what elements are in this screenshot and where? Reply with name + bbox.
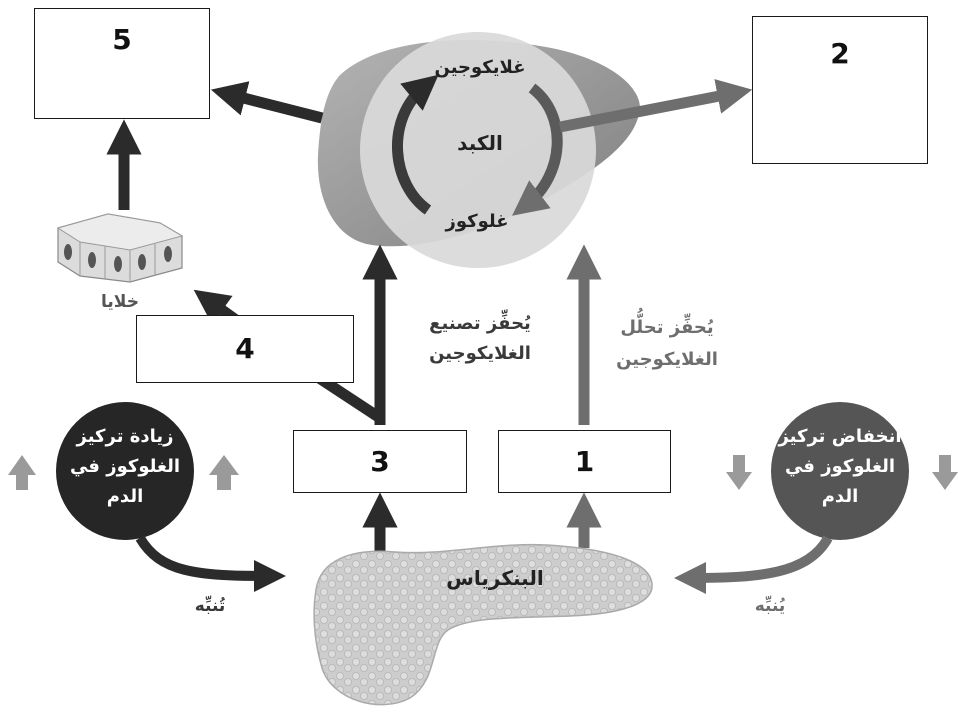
stimulates-glycogen-synthesis-label: يُحفِّز تصنيع الغلايكوجين [400, 309, 560, 369]
box-number-2: 2 [830, 37, 850, 70]
box-number-1: 1 [574, 445, 595, 478]
answer-box-5[interactable]: 5 [34, 8, 210, 119]
high-glucose-line1: زيادة تركيز [76, 426, 174, 447]
arrow-low-glucose-to-pancreas [673, 535, 833, 594]
pancreas-label: البنكرياس [446, 566, 544, 590]
glycogenolysis-cycle-arrow [512, 83, 563, 216]
high-glucose-text: زيادة تركيز الغلوكوز في الدم [63, 422, 187, 512]
cells-illustration [56, 213, 184, 283]
high-glucose-circle [56, 402, 194, 540]
answer-box-3[interactable]: 3 [293, 430, 467, 493]
low-glucose-line1: انخفاض تركيز [778, 426, 902, 447]
box-number-4: 4 [235, 332, 255, 365]
glycogenesis-cycle-arrow [391, 74, 439, 215]
stimulates-left-label: تُنبِّه [194, 596, 226, 616]
answer-box-2[interactable]: 2 [752, 16, 928, 164]
arrow-high-glucose-to-pancreas [135, 535, 287, 592]
stimulates-synthesis-line1: يُحفِّز تصنيع [429, 313, 531, 334]
low-glucose-line3: الدم [821, 486, 859, 507]
answer-box-1[interactable]: 1 [498, 430, 671, 493]
stimulates-breakdown-line2: الغلايكوجين [616, 349, 718, 370]
stimulates-synthesis-line2: الغلايكوجين [429, 343, 531, 364]
down-arrow-icon [726, 455, 752, 490]
low-glucose-circle [771, 402, 909, 540]
stimulates-glycogen-breakdown-label: يُحفِّز تحلُّل الغلايكوجين [592, 312, 742, 376]
up-arrow-icon [8, 455, 36, 490]
high-glucose-line3: الدم [106, 486, 144, 507]
low-glucose-text: انخفاض تركيز الغلوكوز في الدم [776, 422, 904, 512]
cells-label: خلايا [101, 292, 139, 312]
stimulates-breakdown-line1: يُحفِّز تحلُّل [620, 317, 714, 338]
box-number-3: 3 [370, 445, 390, 478]
high-glucose-line2: الغلوكوز في [69, 456, 181, 477]
low-glucose-line2: الغلوكوز في [784, 456, 896, 477]
box-number-5: 5 [112, 23, 132, 56]
stimulates-right-label: يُنبِّه [754, 596, 786, 616]
liver-glucose-label: غلوكوز [445, 211, 509, 232]
arrow-liver-to-box2 [558, 79, 753, 133]
arrow-liver-to-box5 [210, 81, 324, 124]
liver-organ-label: الكبد [457, 131, 503, 155]
down-arrow-icon [932, 455, 958, 490]
pancreas-illustration [313, 543, 653, 706]
answer-box-4[interactable]: 4 [136, 315, 354, 383]
liver-glycogen-label: غلايكوجين [434, 57, 526, 78]
up-arrow-icon [209, 455, 239, 490]
